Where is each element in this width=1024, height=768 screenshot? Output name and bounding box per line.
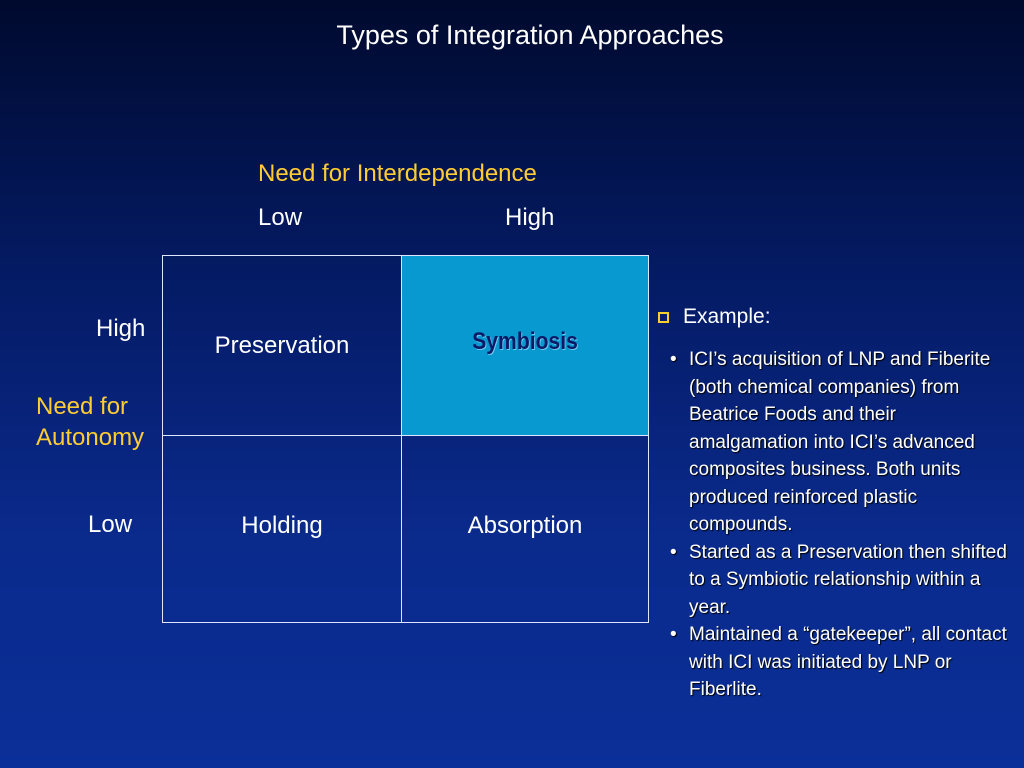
column-label-low: Low: [258, 204, 303, 231]
cell-preservation: Preservation: [163, 256, 402, 436]
row-label-high: High: [96, 315, 146, 342]
integration-matrix: Preservation Symbiosis Holding Absorptio…: [162, 255, 649, 623]
example-bullet-2: Started as a Preservation then shifted t…: [668, 539, 1013, 622]
row-axis-title-line2: Autonomy: [36, 424, 145, 451]
row-axis-title: Need for Autonomy: [36, 391, 144, 453]
example-bullet-1: ICI’s acquisition of LNP and Fiberite (b…: [668, 346, 1013, 539]
example-heading-label: Example:: [683, 305, 771, 328]
cell-symbiosis: Symbiosis: [402, 256, 648, 436]
cell-preservation-label: Preservation: [214, 332, 350, 359]
cell-absorption: Absorption: [402, 436, 648, 622]
cell-absorption-label: Absorption: [467, 512, 583, 539]
row-axis-title-line1: Need for: [36, 393, 129, 420]
example-heading: Example:: [658, 305, 771, 329]
example-bullet-3: Maintained a “gatekeeper”, all contact w…: [668, 621, 1013, 704]
row-label-low: Low: [88, 511, 133, 538]
column-axis-title: Need for Interdependence: [258, 160, 537, 187]
example-bullet-list: ICI’s acquisition of LNP and Fiberite (b…: [668, 346, 1013, 704]
cell-symbiosis-label: Symbiosis: [472, 328, 578, 355]
slide-title: Types of Integration Approaches: [336, 20, 724, 50]
cell-holding-label: Holding: [241, 512, 323, 539]
column-label-high: High: [505, 204, 555, 231]
checkbox-bullet-icon: [658, 311, 669, 323]
cell-holding: Holding: [163, 436, 402, 622]
